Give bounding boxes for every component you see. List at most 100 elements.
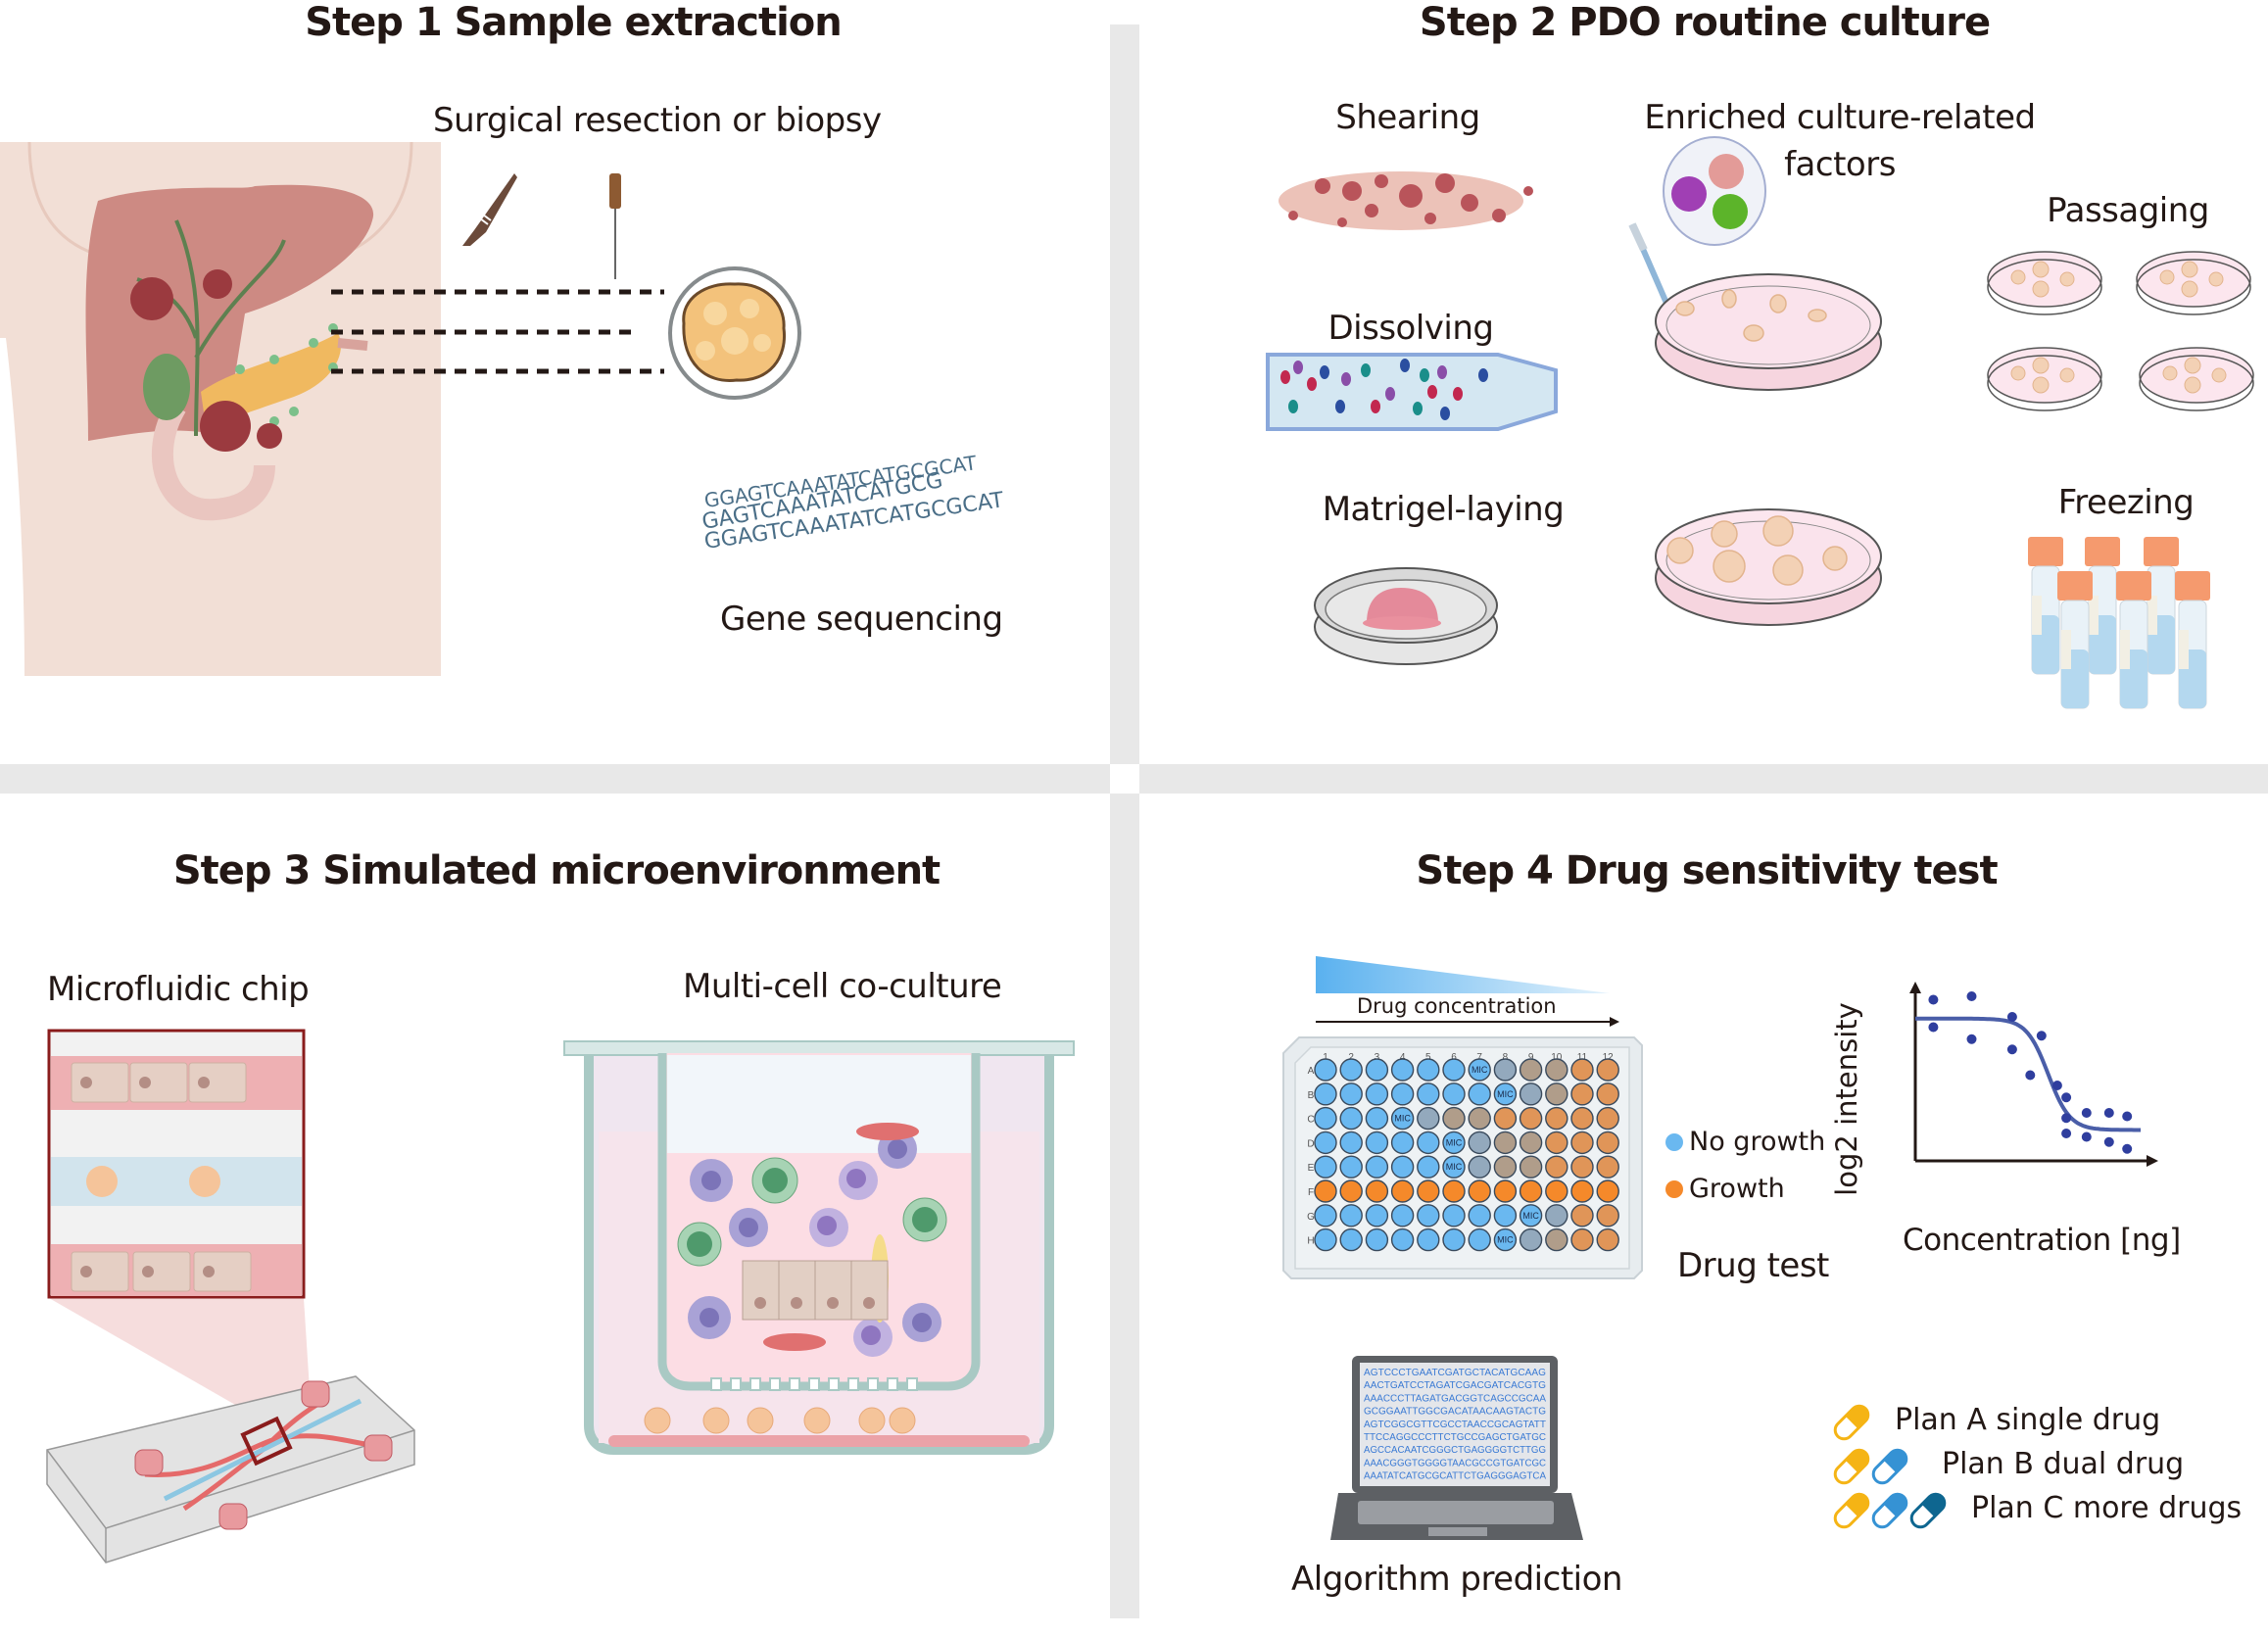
- well: [1519, 1179, 1543, 1203]
- well: [1519, 1131, 1543, 1155]
- well: [1339, 1179, 1363, 1203]
- well: [1314, 1058, 1337, 1082]
- plan-label: Plan B dual drug: [1942, 1447, 2185, 1481]
- pill-icon: [1833, 1492, 1870, 1529]
- x-axis-label: Concentration [ng]: [1903, 1223, 2181, 1258]
- well: [1442, 1155, 1466, 1179]
- well: [1417, 1155, 1440, 1179]
- tumor: [203, 269, 232, 299]
- well: [1442, 1106, 1466, 1131]
- laptop-sequence-line: AAATATCATGCGCATTCTGAGGGAGTCA: [1364, 1470, 1546, 1482]
- well: [1442, 1058, 1466, 1082]
- laptop-sequence-line: AGCCACAATCGGGCTGAGGGGTCTTGG: [1364, 1444, 1546, 1456]
- laptop-sequence-line: AGTCGGCGTTCGCCTAACCGCAGTATT: [1364, 1419, 1547, 1430]
- culture-dish-icon: [1655, 273, 1882, 391]
- well: [1365, 1155, 1389, 1179]
- well: [1417, 1058, 1440, 1082]
- well: [1417, 1106, 1440, 1131]
- well: [1493, 1204, 1518, 1227]
- y-axis-arrow: [1909, 982, 1921, 993]
- well: [1570, 1131, 1594, 1155]
- pancreas: [201, 333, 341, 426]
- well: [1468, 1083, 1491, 1106]
- well: [1365, 1204, 1389, 1227]
- pill-icon: [1833, 1404, 1870, 1441]
- data-point: [2122, 1111, 2133, 1122]
- pill-icon: [1909, 1492, 1947, 1529]
- mic-label: MIC: [1497, 1089, 1514, 1099]
- well: [1442, 1204, 1466, 1227]
- column-label: 12: [1603, 1052, 1615, 1063]
- well: [1519, 1155, 1543, 1179]
- step-2-title: Step 2 PDO routine culture: [1419, 0, 1991, 45]
- data-point: [2122, 1143, 2133, 1154]
- row-label: A: [1308, 1066, 1315, 1077]
- mic-label: MIC: [1472, 1065, 1488, 1075]
- growth-factors-icon: [1663, 136, 1766, 246]
- drug-concentration-label: Drug concentration: [1357, 994, 1557, 1018]
- mic-label: MIC: [1497, 1235, 1514, 1245]
- well: [1519, 1227, 1543, 1252]
- well: [1365, 1179, 1389, 1203]
- well: [1493, 1083, 1518, 1106]
- well: [1390, 1179, 1415, 1203]
- data-point: [1966, 991, 1977, 1001]
- well: [1314, 1083, 1337, 1106]
- passaging-dishes-icon: [1987, 251, 2254, 411]
- well: [1468, 1227, 1491, 1252]
- well: [1545, 1131, 1568, 1155]
- well: [1596, 1083, 1619, 1106]
- well: [1339, 1106, 1363, 1131]
- x-axis-arrow: [2147, 1155, 2158, 1167]
- data-point: [2006, 1012, 2017, 1022]
- laptop-sequence-line: AAACGGGTGGGGTAACGCCGTGATCGC: [1364, 1457, 1546, 1468]
- data-point: [2025, 1070, 2036, 1081]
- needle-icon: [609, 173, 621, 279]
- column-label: 11: [1577, 1052, 1588, 1063]
- well: [1390, 1155, 1415, 1179]
- gallbladder: [143, 354, 190, 420]
- column-label: 8: [1503, 1052, 1509, 1063]
- row-label: F: [1308, 1187, 1314, 1198]
- well: [1519, 1106, 1543, 1131]
- legend-growth: Growth: [1665, 1174, 1785, 1204]
- pill-icon: [1871, 1448, 1908, 1485]
- laptop-sequence-line: TTCCAGGCCCTTCTGCCGAGCTGATGC: [1364, 1431, 1546, 1443]
- step-4-title: Step 4 Drug sensitivity test: [1416, 848, 1998, 893]
- dashed-connectors: [331, 289, 664, 374]
- well: [1596, 1155, 1619, 1179]
- well: [1493, 1227, 1518, 1252]
- well: [1468, 1155, 1491, 1179]
- well: [1417, 1179, 1440, 1203]
- dissolving-tube-icon: [1266, 353, 1558, 431]
- column-label: 9: [1528, 1052, 1534, 1063]
- well: [1545, 1179, 1568, 1203]
- well: [1596, 1106, 1619, 1131]
- well: [1493, 1155, 1518, 1179]
- row-label: E: [1308, 1163, 1315, 1174]
- well: [1468, 1179, 1491, 1203]
- well: [1519, 1083, 1543, 1106]
- data-point: [2061, 1092, 2072, 1103]
- well: [1417, 1227, 1440, 1252]
- well: [1519, 1204, 1543, 1227]
- well: [1596, 1179, 1619, 1203]
- row-label: G: [1307, 1212, 1315, 1223]
- data-point: [2061, 1113, 2072, 1124]
- well: [1545, 1227, 1568, 1252]
- data-point: [2081, 1108, 2092, 1118]
- gene-sequencing-label: Gene sequencing: [720, 600, 1003, 639]
- data-point: [2081, 1131, 2092, 1142]
- data-point: [1928, 1022, 1939, 1033]
- well: [1390, 1058, 1415, 1082]
- well: [1468, 1058, 1491, 1082]
- well: [1339, 1131, 1363, 1155]
- data-point: [2061, 1129, 2072, 1138]
- horizontal-divider: [1139, 764, 2268, 794]
- well: [1570, 1227, 1594, 1252]
- well: [1314, 1155, 1337, 1179]
- tumor: [200, 401, 251, 452]
- well: [1365, 1083, 1389, 1106]
- laptop-sequence-line: AACTGATCCTAGATCGACGATCACGTG: [1364, 1379, 1546, 1391]
- well: [1365, 1131, 1389, 1155]
